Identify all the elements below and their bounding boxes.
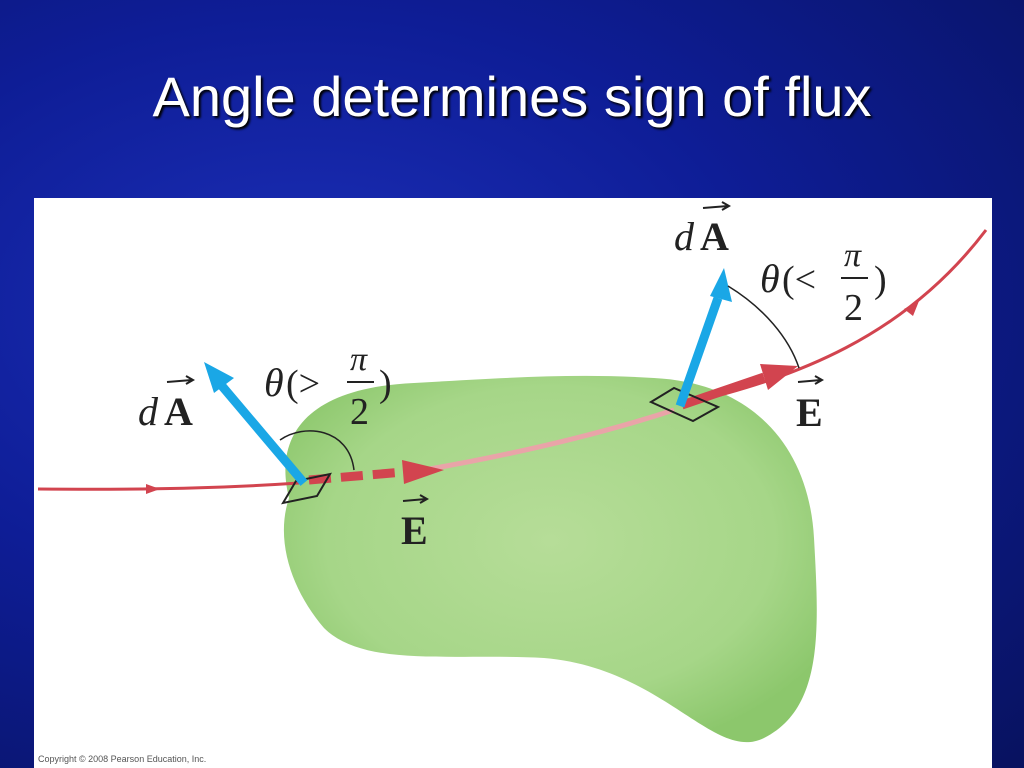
- right-angle-denominator: 2: [844, 287, 863, 329]
- left-angle-relation: (>: [286, 363, 320, 405]
- right-angle-close: ): [874, 259, 887, 301]
- left-area-vector-arrowhead: [204, 362, 234, 393]
- left-area-vector: [218, 383, 308, 486]
- left-e-vector-arrowhead: [402, 460, 444, 484]
- right-area-vector: [675, 296, 723, 408]
- flux-diagram-svg: d A θ (> π 2 ) E d A θ (< π: [37, 201, 988, 743]
- right-area-vector-arrowhead: [710, 268, 732, 302]
- left-e-vector: [308, 467, 405, 485]
- left-angle-arc: [279, 430, 355, 471]
- field-line-interior: [423, 407, 675, 473]
- left-area-element: [280, 472, 333, 505]
- left-angle-close: ): [379, 363, 392, 405]
- right-area-label-d: d: [674, 214, 695, 259]
- right-field-label-vector-arrow-icon: [797, 375, 825, 385]
- right-angle-label: θ (< π 2 ): [760, 237, 887, 329]
- copyright-notice: Copyright © 2008 Pearson Education, Inc.: [38, 754, 207, 764]
- right-area-label-vector-arrow-icon: [702, 201, 732, 211]
- left-area-label-d: d: [138, 389, 159, 434]
- right-e-vector: [680, 372, 766, 410]
- left-field-label-vector-arrow-icon: [402, 494, 430, 504]
- right-angle-arc: [727, 285, 800, 369]
- left-field-label: E: [401, 494, 430, 553]
- right-area-label: d A: [674, 201, 732, 259]
- field-line-left-arrowhead: [146, 484, 160, 494]
- left-angle-theta: θ: [264, 360, 284, 405]
- right-area-element: [648, 386, 721, 423]
- left-angle-label: θ (> π 2 ): [264, 341, 392, 433]
- right-field-label: E: [796, 375, 825, 435]
- left-area-label-vector-arrow-icon: [166, 375, 196, 385]
- right-angle-theta: θ: [760, 256, 780, 301]
- field-line-left: [37, 481, 300, 491]
- right-area-label-a: A: [700, 214, 729, 259]
- flux-diagram: d A θ (> π 2 ) E d A θ (< π: [34, 198, 992, 768]
- field-line-right-arrowhead: [904, 301, 919, 316]
- right-angle-numerator: π: [844, 237, 862, 274]
- right-angle-relation: (<: [782, 259, 816, 301]
- left-area-label: d A: [138, 375, 196, 434]
- left-area-label-a: A: [164, 389, 193, 434]
- right-field-label-e: E: [796, 390, 823, 435]
- slide-title: Angle determines sign of flux: [152, 65, 872, 128]
- right-e-vector-arrowhead: [760, 364, 798, 390]
- left-field-label-e: E: [401, 508, 428, 553]
- field-line-right: [688, 229, 988, 405]
- left-angle-denominator: 2: [350, 391, 369, 433]
- left-angle-numerator: π: [350, 341, 368, 378]
